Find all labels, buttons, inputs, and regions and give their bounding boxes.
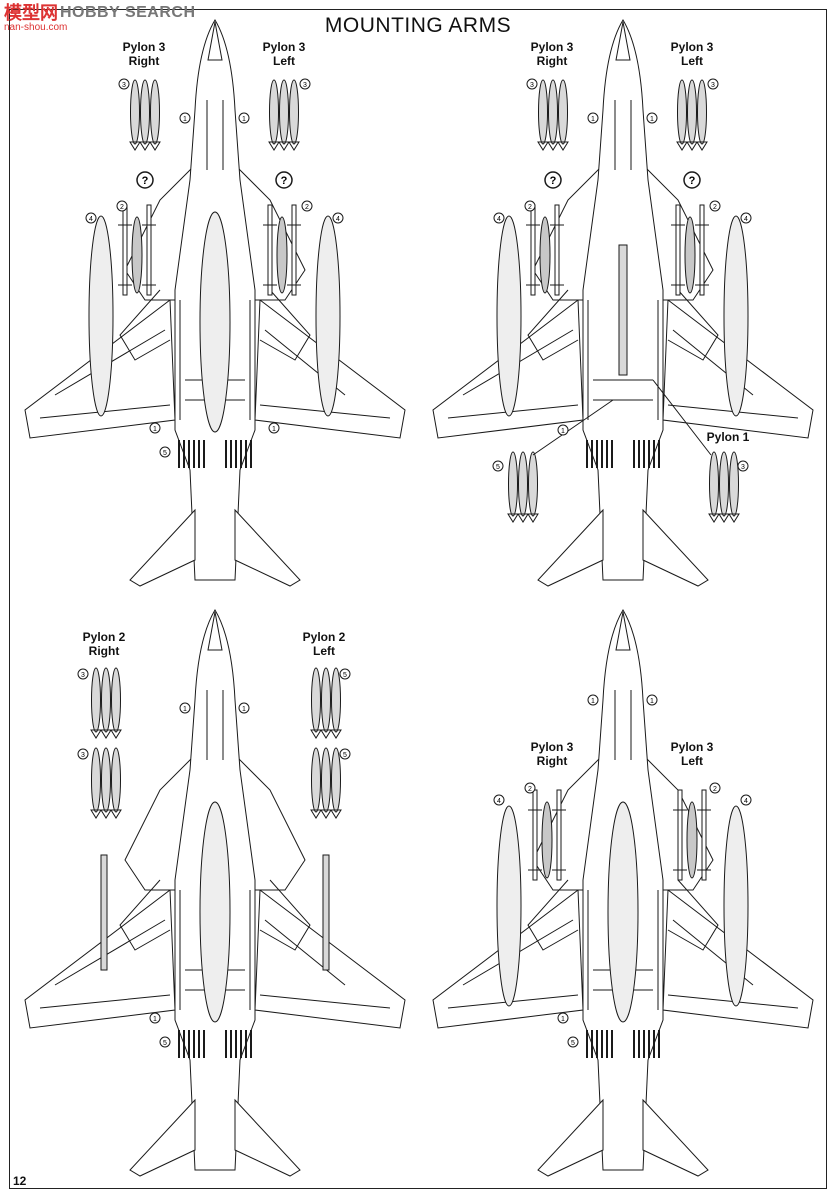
watermark: 模型网 HOBBY SEARCH nan-shou.com [4, 4, 196, 33]
page-number: 12 [13, 1174, 27, 1188]
page-title: MOUNTING ARMS [324, 14, 512, 37]
page-frame [9, 9, 827, 1189]
watermark-url: nan-shou.com [4, 22, 68, 33]
watermark-glyphs: 模型网 [4, 3, 58, 23]
watermark-word: HOBBY SEARCH [60, 4, 196, 21]
label-pylon-1: Pylon 1 [706, 430, 750, 444]
